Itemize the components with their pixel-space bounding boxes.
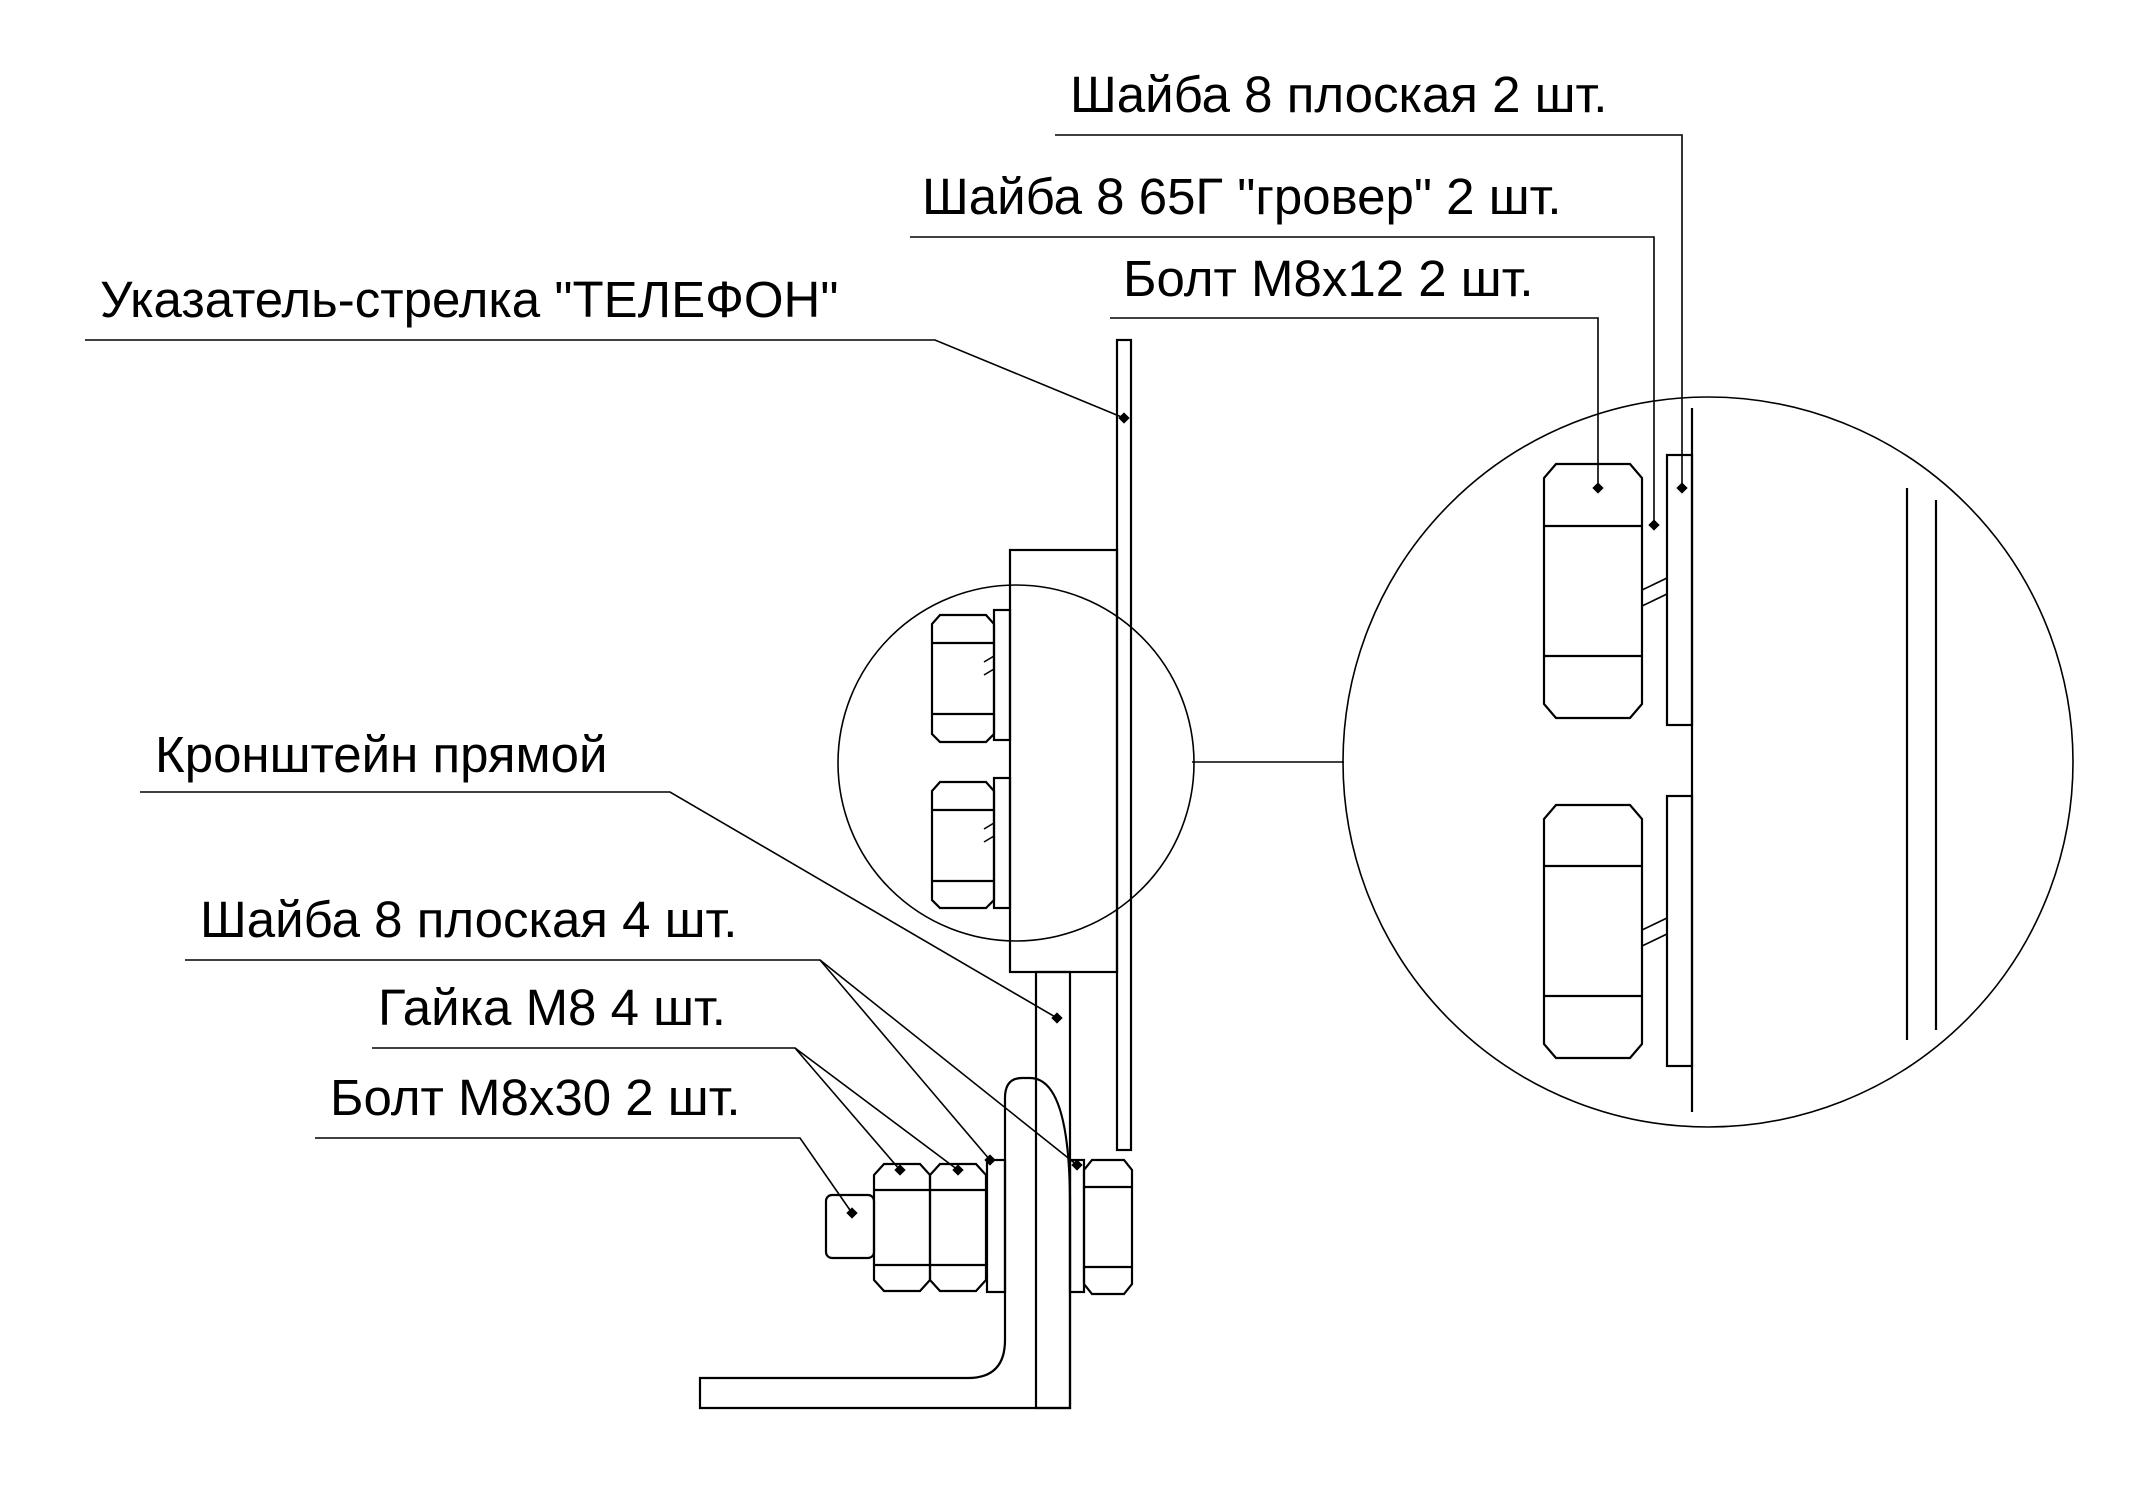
label-washer-grover: Шайба 8 65Г "гровер" 2 шт.: [922, 168, 1562, 225]
leader-nut-m8-b: [794, 1047, 959, 1171]
leader-sign-arrow: [85, 339, 1125, 419]
label-sign-arrow: Указатель-стрелка "ТЕЛЕФОН": [100, 271, 838, 328]
detail-view-enlarged: [1342, 396, 2074, 1128]
leader-washer-flat-4-b: [819, 959, 1078, 1166]
label-bracket: Кронштейн прямой: [155, 726, 607, 783]
leader-dots: [846, 412, 1688, 1219]
sign-plate: [1115, 338, 1133, 1152]
detail-circle-small: [837, 584, 1195, 942]
leader-bolt-m8x12: [1110, 317, 1599, 488]
label-bolt-m8x12: Болт М8х12 2 шт.: [1123, 250, 1534, 307]
leader-washer-flat-2: [1055, 134, 1683, 488]
leader-bolt-m8x30: [315, 1137, 853, 1214]
label-washer-flat-2: Шайба 8 плоская 2 шт.: [1070, 66, 1607, 123]
bracket-straight: [698, 548, 1119, 1410]
label-bolt-m8x30: Болт М8х30 2 шт.: [330, 1069, 741, 1126]
leader-bracket: [140, 791, 1058, 1019]
detail-circle-large: [1342, 396, 2074, 1128]
lower-bolt-assembly: [824, 1158, 1134, 1296]
leader-lines: [85, 134, 1683, 1214]
label-nut-m8: Гайка М8 4 шт.: [378, 979, 726, 1036]
label-washer-flat-4: Шайба 8 плоская 4 шт.: [200, 891, 737, 948]
upper-box-bolts: [930, 608, 1012, 910]
leader-washer-grover: [910, 236, 1655, 525]
